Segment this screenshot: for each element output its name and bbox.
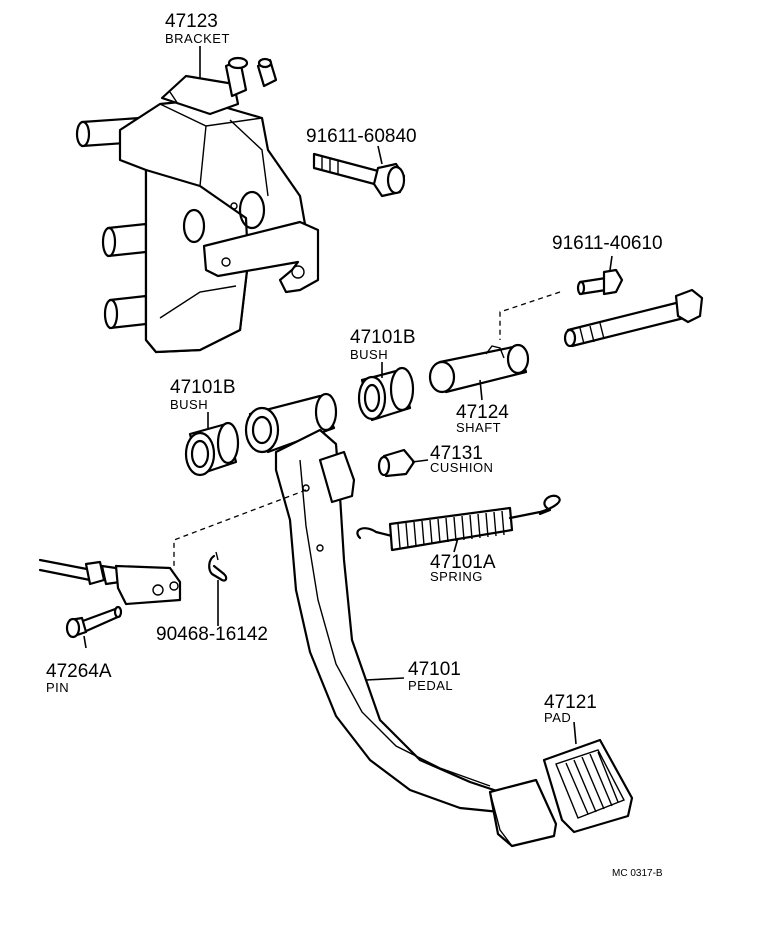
label-pedal: 47101 PEDAL	[408, 659, 461, 693]
part-number: 47101A	[430, 552, 496, 573]
long-bolt-part	[563, 288, 704, 348]
label-bracket: 47123 BRACKET	[165, 11, 230, 46]
part-name: PAD	[544, 710, 571, 725]
part-name: CUSHION	[430, 460, 493, 475]
bolt-large-part	[312, 152, 406, 198]
part-number: 47264A	[46, 661, 112, 682]
part-number: 47124	[456, 402, 509, 423]
label-clip: 90468-16142	[156, 624, 268, 645]
label-shaft: 47124 SHAFT	[456, 402, 509, 435]
part-number: 47101B	[170, 377, 236, 398]
alignment-lines	[173, 291, 561, 570]
shaft-part	[428, 343, 530, 394]
label-bolt-small: 91611-40610	[552, 233, 663, 254]
part-number: 90468-16142	[156, 624, 268, 645]
label-bush-upper: 47101B BUSH	[350, 327, 416, 362]
part-name: PIN	[46, 680, 69, 695]
figure-code: MC 0317-B	[612, 868, 663, 879]
part-name: PEDAL	[408, 678, 453, 693]
pedal-part	[244, 392, 558, 848]
leader-lines	[83, 46, 613, 745]
bush-lower-part	[184, 421, 240, 477]
label-bush-lower: 47101B BUSH	[170, 377, 236, 412]
label-cushion: 47131 CUSHION	[430, 443, 493, 475]
clevis-part	[38, 558, 182, 606]
clip-part	[208, 551, 228, 582]
part-name: SHAFT	[456, 420, 501, 435]
part-number: 91611-40610	[552, 233, 663, 254]
part-number: 91611-60840	[306, 126, 417, 147]
pin-part	[65, 605, 123, 639]
bush-upper-part	[357, 366, 415, 422]
part-name: BUSH	[350, 347, 388, 362]
part-number: 47123	[165, 11, 218, 32]
part-name: BUSH	[170, 397, 208, 412]
label-pin: 47264A PIN	[46, 661, 112, 695]
bracket-part	[75, 56, 320, 354]
part-number: 47101B	[350, 327, 416, 348]
part-number: 47101	[408, 659, 461, 680]
part-name: SPRING	[430, 569, 483, 584]
bolt-small-part	[576, 268, 624, 296]
cushion-part	[377, 448, 416, 478]
pad-part	[542, 738, 634, 834]
part-number: 47131	[430, 443, 483, 464]
part-name: BRACKET	[165, 31, 230, 46]
spring-part	[356, 494, 561, 552]
label-spring: 47101A SPRING	[430, 552, 496, 584]
label-bolt-large: 91611-60840	[306, 126, 417, 147]
label-pad: 47121 PAD	[544, 692, 597, 725]
part-number: 47121	[544, 692, 597, 713]
